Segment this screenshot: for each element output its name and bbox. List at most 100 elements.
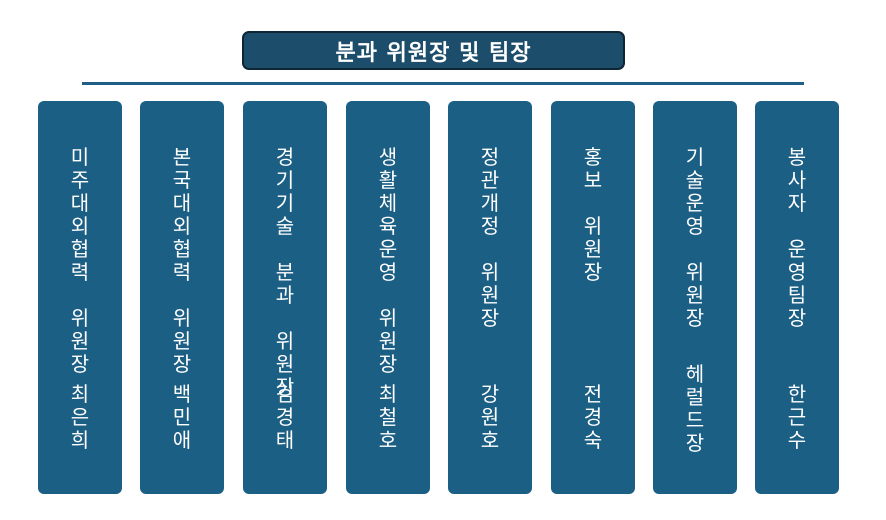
vertical-char: 주	[70, 168, 90, 192]
vertical-char: 전	[583, 382, 603, 406]
vertical-char: 숙	[583, 428, 603, 452]
vertical-char: 외	[70, 214, 90, 238]
vertical-char: 민	[172, 405, 192, 429]
vertical-char: 체	[378, 191, 398, 215]
vertical-char: 력	[172, 260, 192, 284]
vertical-char: 영	[685, 214, 705, 238]
vertical-char: 자	[787, 191, 807, 215]
vertical-char: 위	[378, 306, 398, 330]
vertical-char: 위	[583, 214, 603, 238]
vertical-char: 한	[787, 382, 807, 406]
vertical-char	[692, 238, 698, 261]
vertical-char: 기	[275, 191, 295, 215]
vertical-char: 생	[378, 145, 398, 169]
vertical-char: 경	[583, 405, 603, 429]
vertical-char: 은	[70, 405, 90, 429]
vertical-char: 외	[172, 214, 192, 238]
vertical-char: 원	[378, 329, 398, 353]
vertical-char: 술	[275, 214, 295, 238]
vertical-char: 협	[172, 237, 192, 261]
vertical-char	[794, 215, 800, 238]
vertical-char: 장	[685, 306, 705, 330]
vertical-char: 장	[172, 352, 192, 376]
vertical-char	[179, 284, 185, 307]
vertical-char: 호	[378, 428, 398, 452]
vertical-char: 위	[275, 329, 295, 353]
vertical-char	[282, 307, 288, 330]
vertical-char: 위	[685, 260, 705, 284]
vertical-char: 운	[685, 191, 705, 215]
vertical-char: 경	[275, 405, 295, 429]
vertical-char: 애	[172, 428, 192, 452]
vertical-char: 국	[172, 168, 192, 192]
vertical-char: 위	[70, 306, 90, 330]
vertical-char: 본	[172, 145, 192, 169]
vertical-char: 운	[378, 237, 398, 261]
vertical-char: 근	[787, 405, 807, 429]
vertical-char: 최	[378, 382, 398, 406]
vertical-char: 원	[70, 329, 90, 353]
vertical-char: 장	[787, 306, 807, 330]
vertical-char: 경	[275, 145, 295, 169]
vertical-char: 육	[378, 214, 398, 238]
vertical-char: 장	[275, 375, 295, 399]
vertical-char: 위	[480, 260, 500, 284]
vertical-char	[487, 238, 493, 261]
vertical-char: 강	[480, 382, 500, 406]
vertical-char: 희	[70, 428, 90, 452]
vertical-char: 미	[70, 145, 90, 169]
vertical-char: 백	[172, 382, 192, 406]
vertical-char: 김	[275, 382, 295, 406]
vertical-char	[590, 192, 596, 215]
vertical-char: 최	[70, 382, 90, 406]
vertical-char: 위	[172, 306, 192, 330]
vertical-char: 호	[480, 428, 500, 452]
vertical-char: 대	[70, 191, 90, 215]
vertical-char: 철	[378, 405, 398, 429]
vertical-char: 정	[480, 214, 500, 238]
vertical-char: 봉	[787, 145, 807, 169]
vertical-char: 영	[378, 260, 398, 284]
vertical-char: 럴	[685, 385, 705, 409]
vertical-char: 원	[685, 283, 705, 307]
vertical-char: 활	[378, 168, 398, 192]
vertical-char: 원	[172, 329, 192, 353]
vertical-char: 원	[583, 237, 603, 261]
vertical-char	[282, 238, 288, 261]
vertical-char: 장	[480, 306, 500, 330]
divider-line	[82, 82, 804, 85]
vertical-char: 개	[480, 191, 500, 215]
vertical-char: 원	[275, 352, 295, 376]
vertical-char: 드	[685, 408, 705, 432]
vertical-char: 과	[275, 283, 295, 307]
vertical-char: 홍	[583, 145, 603, 169]
vertical-char: 사	[787, 168, 807, 192]
vertical-char	[77, 284, 83, 307]
vertical-char: 기	[275, 168, 295, 192]
vertical-char: 팀	[787, 283, 807, 307]
vertical-char: 기	[685, 145, 705, 169]
vertical-char: 정	[480, 145, 500, 169]
vertical-char: 보	[583, 168, 603, 192]
vertical-char: 대	[172, 191, 192, 215]
vertical-char: 술	[685, 168, 705, 192]
vertical-char: 장	[378, 352, 398, 376]
